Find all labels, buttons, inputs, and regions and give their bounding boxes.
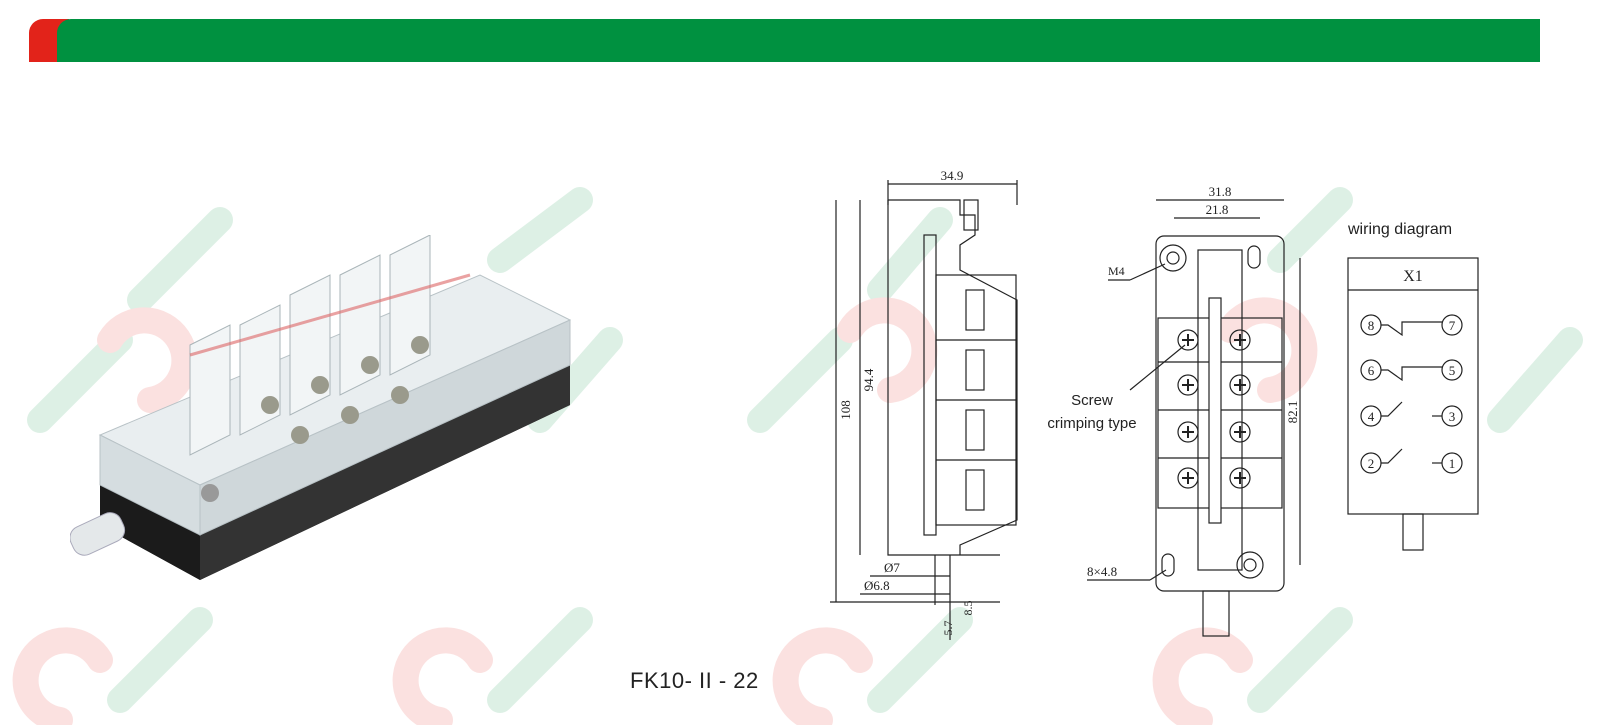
- svg-text:3: 3: [1449, 409, 1456, 424]
- dim-side-total-height: 108: [838, 400, 853, 420]
- svg-text:4: 4: [1368, 409, 1375, 424]
- dim-side-width: 34.9: [941, 168, 964, 183]
- dim-hole-spacing: 82.1: [1285, 401, 1300, 424]
- banner-green-bar: [57, 19, 1540, 62]
- side-view-drawing: 34.9 108 94.4 Ø7 Ø6.8 5.7 8.5: [830, 168, 1018, 640]
- svg-text:6: 6: [1368, 363, 1375, 378]
- dim-phi68: Ø6.8: [864, 578, 890, 593]
- model-caption: FK10- II - 22: [630, 668, 759, 693]
- dim-8-5: 8.5: [961, 601, 975, 616]
- svg-text:2: 2: [1368, 456, 1375, 471]
- callout-crimping-type: crimping type: [1047, 415, 1136, 432]
- dim-side-body-height: 94.4: [861, 368, 876, 391]
- wiring-box-label: X1: [1403, 268, 1423, 285]
- callout-screw: Screw: [1071, 392, 1113, 409]
- svg-text:5: 5: [1449, 363, 1456, 378]
- svg-text:8: 8: [1368, 318, 1375, 333]
- dim-front-outer-width: 31.8: [1209, 184, 1232, 199]
- label-m4: M4: [1108, 264, 1125, 278]
- label-holes: 8×4.8: [1087, 564, 1117, 579]
- dim-5-7: 5.7: [941, 621, 955, 636]
- svg-text:7: 7: [1449, 318, 1456, 333]
- front-view-drawing: 31.8 21.8 82.1 M4 8×4.8 Screw crimping t…: [1047, 184, 1301, 637]
- dim-phi7: Ø7: [884, 560, 900, 575]
- header-banner: [29, 19, 1540, 62]
- wiring-diagram-title: wiring diagram: [1347, 221, 1452, 238]
- product-photo: [70, 235, 572, 580]
- dim-front-inner-width: 21.8: [1206, 202, 1229, 217]
- svg-text:1: 1: [1449, 456, 1456, 471]
